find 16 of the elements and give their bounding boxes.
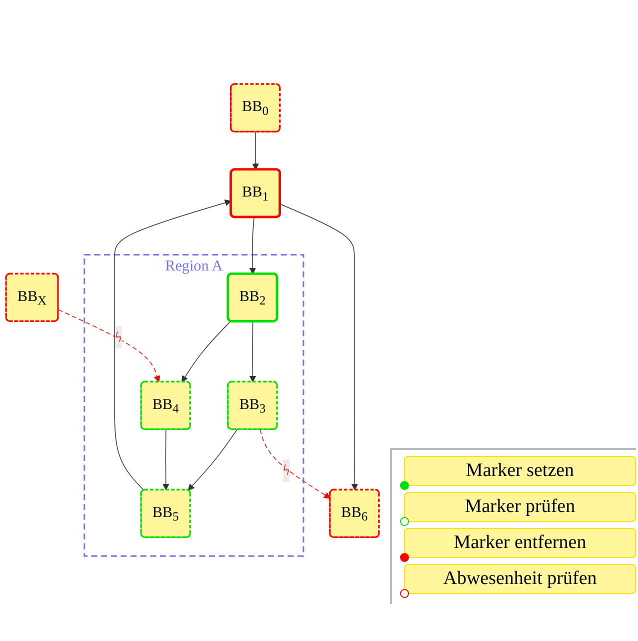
arrow (280, 204, 358, 491)
arrow (260, 430, 331, 500)
arrow (114, 200, 232, 492)
legend-text: Abwesenheit prüfen (443, 568, 597, 589)
arrow (249, 322, 256, 383)
arrow (252, 132, 259, 170)
arrow (249, 217, 256, 275)
legend-text: Marker entfernen (454, 532, 586, 553)
edge-label: ϟ (282, 462, 290, 480)
edge-label: ϟ (114, 329, 122, 346)
arrow (188, 430, 238, 491)
arrow (162, 430, 170, 491)
legend-text: Marker setzen (466, 460, 574, 481)
arrow (181, 321, 231, 383)
legend-text: Marker prüfen (464, 496, 576, 517)
arrow (58, 310, 160, 383)
